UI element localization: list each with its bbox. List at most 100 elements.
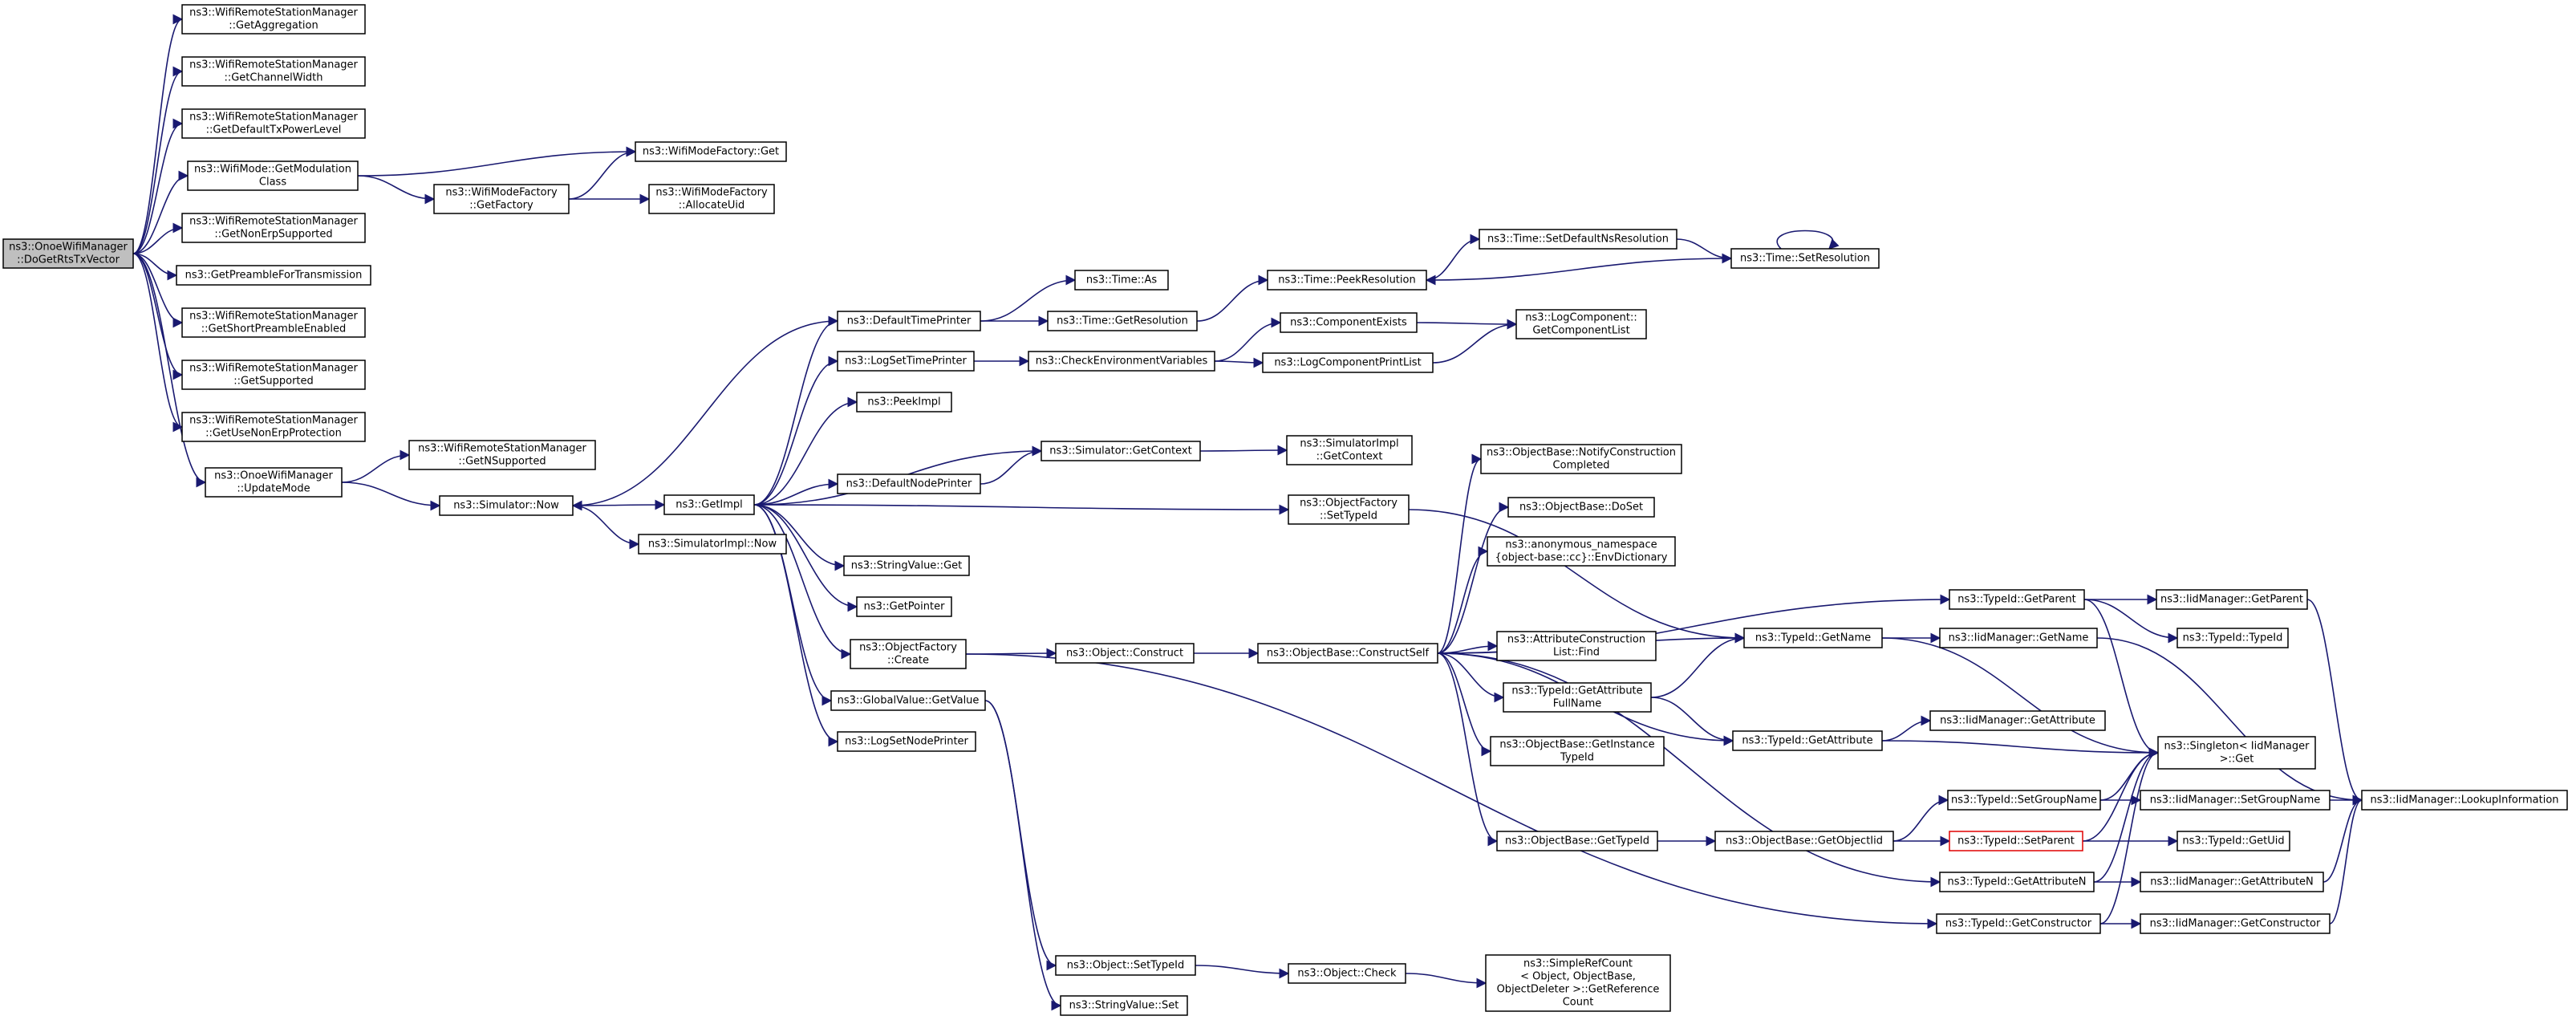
node-iid-get-constructor[interactable]: ns3::IidManager::GetConstructor [2140, 913, 2331, 934]
node-wmf-allocate-uid[interactable]: ns3::WifiModeFactory::AllocateUid [648, 184, 775, 214]
node-label-line: ns3::ObjectBase::ConstructSelf [1267, 648, 1430, 660]
node-time-peek-resolution[interactable]: ns3::Time::PeekResolution [1267, 270, 1427, 291]
node-iid-get-attribute-n[interactable]: ns3::IidManager::GetAttributeN [2140, 872, 2324, 892]
node-string-value-set[interactable]: ns3::StringValue::Set [1060, 995, 1188, 1016]
node-type-id-get-attribute-n[interactable]: ns3::TypeId::GetAttributeN [1939, 872, 2095, 892]
call-edge-get-impl-to-peek-impl [753, 396, 858, 506]
node-type-id-set-parent[interactable]: ns3::TypeId::SetParent [1949, 831, 2083, 851]
node-get-use-non-erp[interactable]: ns3::WifiRemoteStationManager::GetUseNon… [181, 412, 366, 442]
node-time-set-default-ns[interactable]: ns3::Time::SetDefaultNsResolution [1479, 229, 1677, 250]
node-type-id-get-name[interactable]: ns3::TypeId::GetName [1743, 628, 1883, 648]
node-label-line: ns3::WifiRemoteStationManager [189, 112, 358, 124]
node-box [1936, 913, 2101, 934]
node-simple-ref-count[interactable]: ns3::SimpleRefCount< Object, ObjectBase,… [1485, 954, 1671, 1012]
node-label-line: ns3::OnoeWifiManager [214, 470, 333, 482]
node-default-time-printer[interactable]: ns3::DefaultTimePrinter [837, 311, 981, 331]
node-notify-construction[interactable]: ns3::ObjectBase::NotifyConstructionCompl… [1480, 444, 1682, 474]
node-label-line: ::GetSupported [233, 376, 314, 388]
node-object-check[interactable]: ns3::Object::Check [1288, 963, 1406, 984]
node-label-line: ns3::TypeId::GetConstructor [1945, 918, 2092, 930]
node-get-default-tx-power-level[interactable]: ns3::WifiRemoteStationManager::GetDefaul… [181, 108, 366, 139]
node-sim-impl-get-context[interactable]: ns3::SimulatorImpl::GetContext [1286, 435, 1413, 465]
node-get-short-preamble[interactable]: ns3::WifiRemoteStationManager::GetShortP… [181, 307, 366, 338]
node-time-as[interactable]: ns3::Time::As [1074, 270, 1169, 291]
node-object-construct[interactable]: ns3::Object::Construct [1055, 643, 1195, 664]
call-edge-object-check-to-simple-ref-count [1405, 973, 1487, 989]
node-type-id-get-parent[interactable]: ns3::TypeId::GetParent [1949, 589, 2085, 610]
node-obj-factory-create[interactable]: ns3::ObjectFactory::Create [850, 639, 967, 669]
node-log-component-print-list[interactable]: ns3::LogComponentPrintList [1262, 352, 1434, 373]
node-get-supported[interactable]: ns3::WifiRemoteStationManager::GetSuppor… [181, 360, 366, 390]
node-get-pointer[interactable]: ns3::GetPointer [856, 596, 952, 617]
node-label-line: ns3::ComponentExists [1290, 317, 1407, 329]
node-box [205, 467, 343, 498]
node-iid-get-name[interactable]: ns3::IidManager::GetName [1939, 628, 2098, 648]
node-iid-get-attribute[interactable]: ns3::IidManager::GetAttribute [1929, 710, 2106, 731]
node-time-set-resolution[interactable]: ns3::Time::SetResolution [1730, 248, 1880, 269]
node-type-id-get-uid[interactable]: ns3::TypeId::GetUid [2176, 831, 2290, 851]
node-iid-get-parent[interactable]: ns3::IidManager::GetParent [2156, 589, 2308, 610]
node-label-line: ns3::GetPreambleForTransmission [185, 270, 363, 282]
node-time-get-resolution[interactable]: ns3::Time::GetResolution [1047, 311, 1198, 331]
node-get-object-iid[interactable]: ns3::ObjectBase::GetObjectIid [1714, 831, 1894, 851]
node-global-value-get-value[interactable]: ns3::GlobalValue::GetValue [830, 690, 986, 711]
node-box [837, 473, 981, 494]
call-edge-get-impl-to-get-pointer [753, 504, 858, 612]
node-get-non-erp-supported[interactable]: ns3::WifiRemoteStationManager::GetNonErp… [181, 213, 366, 243]
node-wmf-get[interactable]: ns3::WifiModeFactory::Get [635, 141, 787, 162]
node-get-type-id[interactable]: ns3::ObjectBase::GetTypeId [1496, 831, 1658, 851]
node-obj-factory-set-type-id[interactable]: ns3::ObjectFactory::SetTypeId [1288, 494, 1410, 525]
node-string-value-get[interactable]: ns3::StringValue::Get [843, 555, 970, 576]
node-get-preamble[interactable]: ns3::GetPreambleForTransmission [176, 265, 371, 286]
node-get-nsupported[interactable]: ns3::WifiRemoteStationManager::GetNSuppo… [408, 440, 596, 470]
node-default-node-printer[interactable]: ns3::DefaultNodePrinter [837, 473, 981, 494]
node-sim-get-context[interactable]: ns3::Simulator::GetContext [1041, 441, 1201, 461]
node-label-line: ::Create [887, 655, 929, 667]
node-iid-set-group-name[interactable]: ns3::IidManager::SetGroupName [2140, 790, 2331, 811]
node-type-id-get-constructor[interactable]: ns3::TypeId::GetConstructor [1936, 913, 2101, 934]
node-box [1479, 229, 1677, 250]
node-label-line: ns3::anonymous_namespace [1505, 539, 1657, 551]
node-wmf-get-factory[interactable]: ns3::WifiModeFactory::GetFactory [433, 184, 570, 214]
node-box [2176, 628, 2289, 648]
node-type-id-set-group-name[interactable]: ns3::TypeId::SetGroupName [1947, 790, 2101, 811]
call-edge-root-to-get-channel-width [132, 66, 184, 254]
node-label-line: ns3::WifiModeFactory::Get [643, 146, 779, 158]
node-iid-lookup-information[interactable]: ns3::IidManager::LookupInformation [2361, 790, 2568, 811]
node-object-base-construct-self[interactable]: ns3::ObjectBase::ConstructSelf [1257, 643, 1438, 664]
node-box [843, 555, 970, 576]
node-log-set-node-printer[interactable]: ns3::LogSetNodePrinter [837, 731, 976, 752]
node-check-env-vars[interactable]: ns3::CheckEnvironmentVariables [1028, 351, 1215, 372]
node-type-id-type-id[interactable]: ns3::TypeId::TypeId [2176, 628, 2289, 648]
node-label-line: ns3::ObjectBase::GetInstance [1499, 739, 1654, 751]
node-get-aggregation[interactable]: ns3::WifiRemoteStationManager::GetAggreg… [181, 4, 366, 35]
node-log-set-time-printer[interactable]: ns3::LogSetTimePrinter [837, 351, 975, 372]
node-box [408, 440, 596, 470]
node-box [1280, 312, 1418, 333]
node-label-line: ns3::IidManager::GetParent [2160, 594, 2303, 606]
node-component-exists[interactable]: ns3::ComponentExists [1280, 312, 1418, 333]
node-update-mode[interactable]: ns3::OnoeWifiManager::UpdateMode [205, 467, 343, 498]
node-sim-now[interactable]: ns3::Simulator::Now [439, 495, 574, 516]
node-object-set-type-id[interactable]: ns3::Object::SetTypeId [1055, 955, 1196, 976]
node-label-line: ::UpdateMode [237, 483, 310, 495]
node-peek-impl[interactable]: ns3::PeekImpl [856, 392, 952, 412]
node-label-line: ns3::TypeId::GetAttribute [1742, 735, 1872, 747]
node-box [837, 311, 981, 331]
node-log-component-get-list[interactable]: ns3::LogComponent::GetComponentList [1515, 309, 1647, 339]
node-sim-impl-now[interactable]: ns3::SimulatorImpl::Now [638, 534, 787, 555]
node-type-id-get-attribute[interactable]: ns3::TypeId::GetAttribute [1732, 730, 1883, 751]
node-singleton-get[interactable]: ns3::Singleton< IidManager >::Get [2157, 736, 2316, 770]
call-edge-root-to-get-supported [132, 253, 184, 380]
node-do-set[interactable]: ns3::ObjectBase::DoSet [1507, 497, 1655, 518]
node-box [1490, 736, 1665, 766]
call-edge-object-set-type-id-to-object-check [1195, 965, 1290, 979]
node-get-impl[interactable]: ns3::GetImpl [663, 494, 755, 515]
node-get-channel-width[interactable]: ns3::WifiRemoteStationManager::GetChanne… [181, 56, 366, 87]
node-env-dictionary[interactable]: ns3::anonymous_namespace{object-base::cc… [1487, 536, 1676, 567]
